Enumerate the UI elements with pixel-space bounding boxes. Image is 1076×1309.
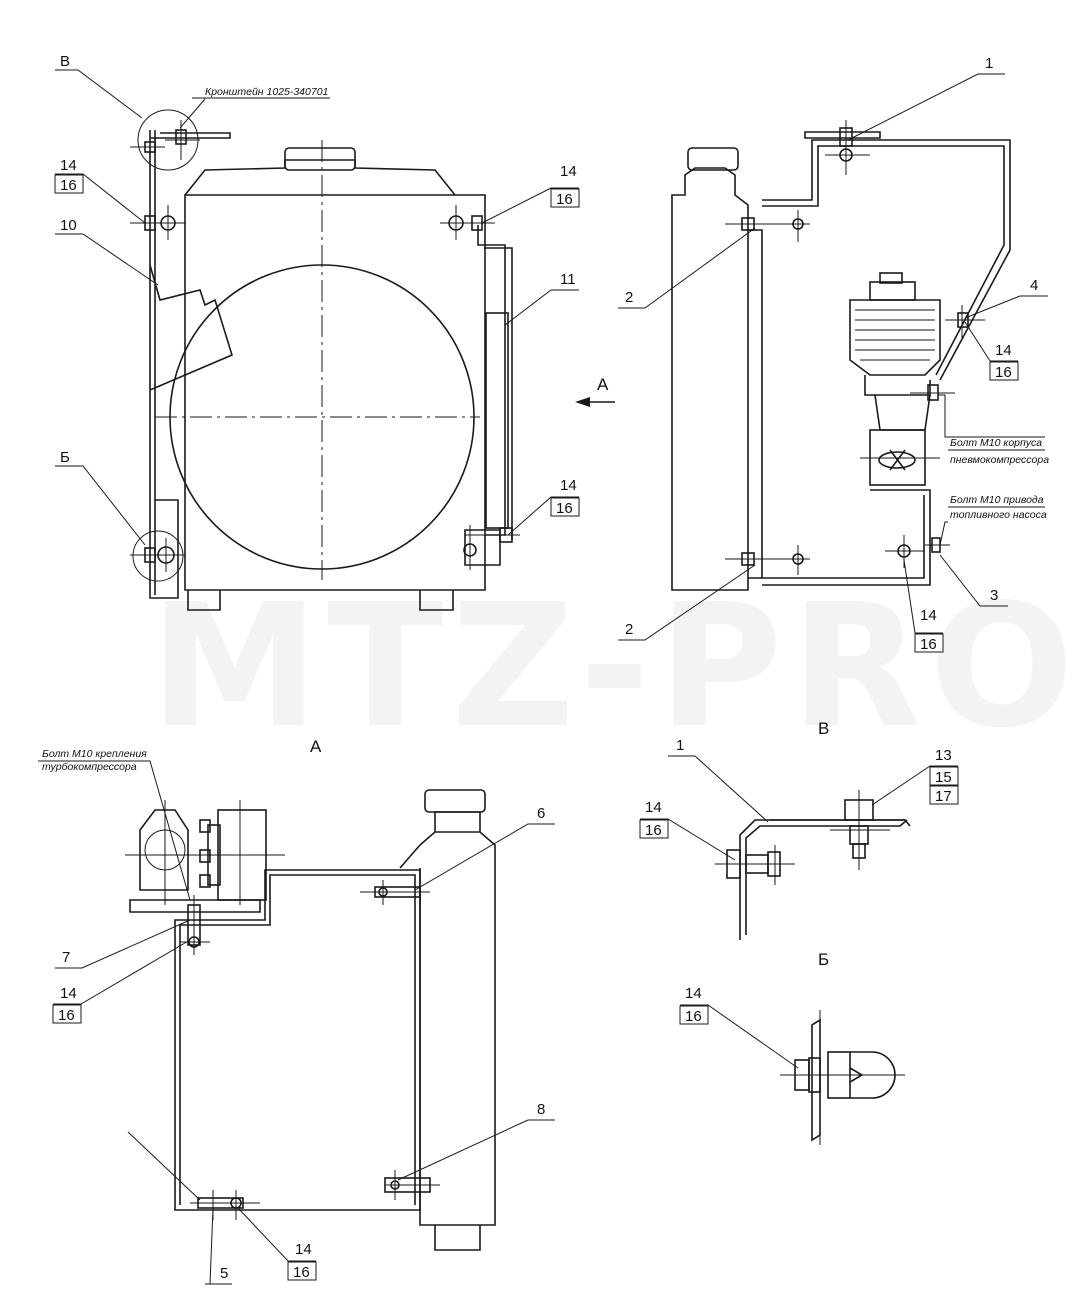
bolt-side-2-bot: [725, 545, 810, 575]
bolt-detail-v-right: [830, 790, 890, 870]
callout-15: 15: [935, 769, 952, 786]
turbocompressor: [125, 800, 285, 913]
detail-circle-b: [132, 530, 184, 582]
callout-16: 16: [556, 191, 573, 208]
note-bolt-compressor-body: пневмокомпрессора: [950, 454, 1049, 466]
view-a-callouts: Болт М10 крепления турбокомпрессора 6 7 …: [38, 748, 555, 1285]
bolt-detail-v-left: [715, 845, 795, 885]
callout-16: 16: [995, 364, 1012, 381]
view-label-v: В: [818, 719, 829, 738]
bolt-front-ur: [440, 205, 495, 240]
bolt-front-ul: [130, 205, 185, 240]
bolt-side-compressor: [910, 384, 955, 401]
detail-b: [780, 1010, 905, 1145]
note-bolt-compressor-body: Болт М10 корпуса: [950, 437, 1042, 449]
compressor: [849, 272, 941, 486]
detail-b-callouts: 14 16: [679, 985, 799, 1069]
callout-10: 10: [60, 217, 77, 234]
front-view: [130, 109, 520, 611]
note-bolt-turbo: турбокомпрессора: [42, 761, 137, 773]
callout-14: 14: [920, 607, 937, 624]
callout-8: 8: [537, 1101, 545, 1118]
svg-text:А: А: [597, 375, 609, 394]
callout-1: 1: [985, 55, 993, 72]
view-arrow-a: А: [575, 375, 615, 407]
callout-16: 16: [58, 1007, 75, 1024]
note-bolt-fuel-pump: топливного насоса: [950, 509, 1047, 521]
callout-11: 11: [560, 271, 576, 288]
front-callouts: В Кронштейн 1025-340701 14 16 10 14 16 1…: [54, 53, 580, 546]
callout-16: 16: [556, 500, 573, 517]
callout-2: 2: [625, 621, 633, 638]
note-bracket: Кронштейн 1025-340701: [205, 86, 328, 98]
callout-16: 16: [920, 636, 937, 653]
bolt-front-lr: [463, 525, 520, 570]
bolt-front-ll: [130, 538, 185, 572]
note-bolt-turbo: Болт М10 крепления: [42, 748, 147, 760]
note-bolt-fuel-pump: Болт М10 привода: [950, 494, 1044, 506]
callout-14: 14: [60, 985, 77, 1002]
callout-14: 14: [560, 163, 577, 180]
bolt-side-4: [945, 305, 985, 338]
callout-1: 1: [676, 737, 684, 754]
callout-14: 14: [60, 157, 77, 174]
callout-7: 7: [62, 949, 70, 966]
detail-v: [715, 790, 911, 940]
label-circle-b: Б: [60, 449, 70, 466]
callout-17: 17: [935, 788, 952, 805]
callout-6: 6: [537, 805, 545, 822]
callout-14: 14: [685, 985, 702, 1002]
view-a: [125, 789, 496, 1251]
side-callouts: 1 2 4 14 16 Болт М10 корпуса пневмокомпр…: [618, 55, 1049, 653]
view-label-b: Б: [818, 950, 829, 969]
bolt-a-7: [180, 895, 210, 955]
bolt-side-2-top: [725, 210, 810, 242]
label-circle-v: В: [60, 53, 70, 70]
callout-4: 4: [1030, 277, 1038, 294]
callout-14: 14: [560, 477, 577, 494]
callout-16: 16: [293, 1264, 310, 1281]
detail-v-callouts: 1 13 15 17 14 16: [639, 737, 959, 861]
callout-13: 13: [935, 747, 952, 764]
callout-14: 14: [295, 1241, 312, 1258]
bolt-a-5: [190, 1190, 260, 1220]
callout-16: 16: [685, 1008, 702, 1025]
circle-bolt-v: [130, 120, 200, 160]
callout-2: 2: [625, 289, 633, 306]
callout-14: 14: [995, 342, 1012, 359]
callout-14: 14: [645, 799, 662, 816]
view-label-a: А: [310, 737, 322, 756]
side-view: [671, 120, 1011, 591]
callout-5: 5: [220, 1265, 228, 1282]
callout-16: 16: [645, 822, 662, 839]
bolt-side-3: [885, 535, 950, 568]
bolt-side-1: [825, 120, 870, 175]
bolt-a-6: [360, 880, 430, 905]
callout-16: 16: [60, 177, 77, 194]
watermark: MTZ-PRO: [150, 568, 1076, 766]
bolt-a-8: [384, 1170, 440, 1205]
callout-3: 3: [990, 587, 998, 604]
